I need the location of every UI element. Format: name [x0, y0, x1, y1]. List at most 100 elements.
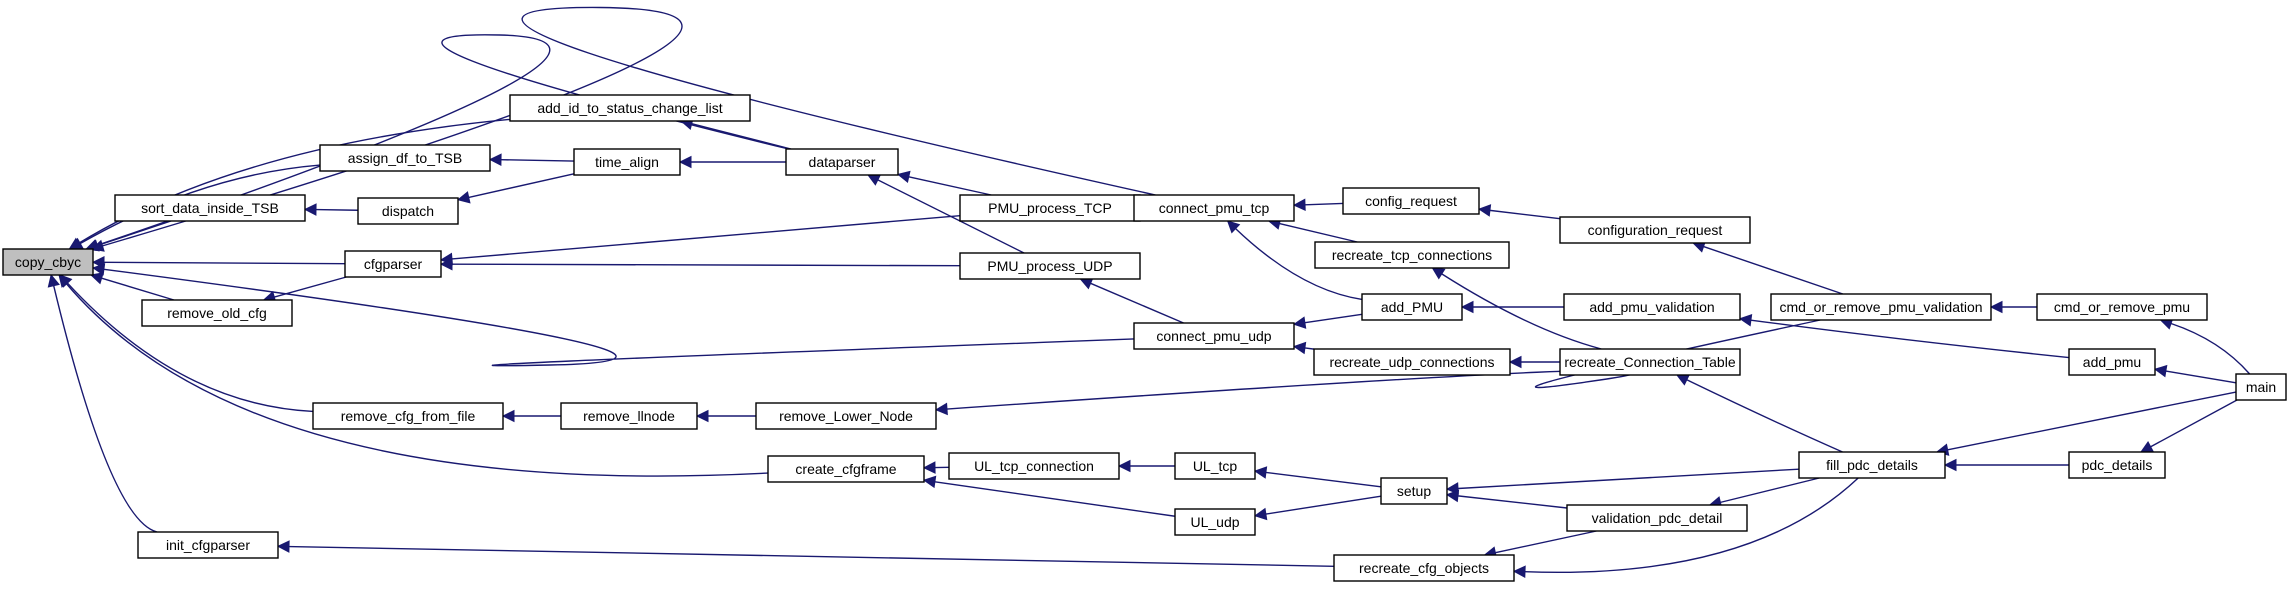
edge-cmd_or_remove_pmu_validation-to-configuration_request	[1703, 245, 1844, 295]
node-box-connect_pmu_tcp	[1133, 194, 1295, 222]
node-UL_tcp[interactable]: UL_tcp	[1174, 452, 1256, 480]
edge-validation_pdc_detail-to-setup	[1457, 495, 1568, 509]
node-recreate_udp_connections[interactable]: recreate_udp_connections	[1313, 348, 1511, 376]
edge-dataparser-to-copy_cbyc	[96, 34, 789, 247]
node-label-add_pmu_validation: add_pmu_validation	[1589, 299, 1714, 315]
node-copy_cbyc[interactable]: copy_cbyc	[2, 248, 94, 276]
edge-main-to-fill_pdc_details	[1947, 391, 2237, 451]
node-cfgparser[interactable]: cfgparser	[344, 250, 442, 278]
arrowhead-connect_pmu_udp-to-PMU_process_UDP	[1079, 277, 1094, 290]
node-main[interactable]: main	[2235, 373, 2287, 401]
edge-fill_pdc_details-to-setup	[1457, 468, 1800, 490]
node-remove_llnode[interactable]: remove_llnode	[560, 402, 698, 430]
node-setup[interactable]: setup	[1380, 477, 1448, 505]
edge-cfgparser-to-copy_cbyc	[103, 261, 346, 265]
node-label-setup: setup	[1397, 483, 1431, 499]
node-box-UL_tcp	[1174, 452, 1256, 480]
node-box-cmd_or_remove_pmu_validation	[1770, 293, 1992, 321]
edge-PMU_process_UDP-to-cfgparser	[451, 263, 961, 267]
node-add_id_to_status_change_list[interactable]: add_id_to_status_change_list	[509, 94, 751, 122]
node-configuration_request[interactable]: configuration_request	[1559, 216, 1751, 244]
edge-remove_cfg_from_file-to-copy_cbyc	[66, 282, 314, 413]
edge-create_cfgframe-to-copy_cbyc	[65, 282, 769, 477]
node-cmd_or_remove_pmu[interactable]: cmd_or_remove_pmu	[2036, 293, 2208, 321]
node-label-time_align: time_align	[595, 154, 659, 170]
node-config_request[interactable]: config_request	[1342, 187, 1480, 215]
edge-UL_udp-to-create_cfgframe	[934, 481, 1176, 517]
node-validation_pdc_detail[interactable]: validation_pdc_detail	[1566, 504, 1748, 532]
arrowhead-validation_pdc_detail-to-setup	[1445, 489, 1460, 503]
node-connect_pmu_udp[interactable]: connect_pmu_udp	[1133, 322, 1295, 350]
node-PMU_process_UDP[interactable]: PMU_process_UDP	[959, 252, 1141, 280]
edge-init_cfgparser-to-copy_cbyc	[53, 285, 158, 533]
node-fill_pdc_details[interactable]: fill_pdc_details	[1798, 451, 1946, 479]
node-cmd_or_remove_pmu_validation[interactable]: cmd_or_remove_pmu_validation	[1770, 293, 1992, 321]
arrowhead-UL_udp-to-create_cfgframe	[922, 475, 937, 489]
node-label-add_PMU: add_PMU	[1381, 299, 1443, 315]
node-label-cfgparser: cfgparser	[364, 256, 423, 272]
node-dataparser[interactable]: dataparser	[785, 148, 899, 176]
node-remove_old_cfg[interactable]: remove_old_cfg	[141, 299, 293, 327]
edge-cfgparser-to-remove_old_cfg	[274, 276, 347, 298]
node-box-cmd_or_remove_pmu	[2036, 293, 2208, 321]
node-label-recreate_cfg_objects: recreate_cfg_objects	[1359, 560, 1489, 576]
edge-setup-to-UL_udp	[1265, 495, 1382, 515]
node-box-UL_udp	[1174, 508, 1256, 536]
node-recreate_Connection_Table[interactable]: recreate_Connection_Table	[1559, 348, 1741, 376]
edge-add_pmu-to-add_pmu_validation	[1750, 319, 2070, 359]
node-add_PMU[interactable]: add_PMU	[1361, 293, 1463, 321]
arrowhead-time_align-to-dispatch	[456, 191, 471, 204]
arrowhead-PMU_process_UDP-to-cfgparser	[439, 257, 453, 271]
node-dispatch[interactable]: dispatch	[357, 197, 459, 225]
node-label-fill_pdc_details: fill_pdc_details	[1826, 457, 1918, 473]
node-label-dispatch: dispatch	[382, 203, 434, 219]
node-recreate_tcp_connections[interactable]: recreate_tcp_connections	[1314, 241, 1510, 269]
node-box-recreate_Connection_Table	[1559, 348, 1741, 376]
node-box-PMU_process_UDP	[959, 252, 1141, 280]
node-create_cfgframe[interactable]: create_cfgframe	[767, 455, 925, 483]
node-label-connect_pmu_tcp: connect_pmu_tcp	[1159, 200, 1270, 216]
node-add_pmu_validation[interactable]: add_pmu_validation	[1563, 293, 1741, 321]
node-box-copy_cbyc	[2, 248, 94, 276]
node-label-remove_llnode: remove_llnode	[583, 408, 675, 424]
arrowhead-UL_tcp-to-UL_tcp_connection	[1117, 459, 1131, 473]
node-assign_df_to_TSB[interactable]: assign_df_to_TSB	[319, 144, 491, 172]
node-PMU_process_TCP[interactable]: PMU_process_TCP	[959, 194, 1141, 222]
node-pdc_details[interactable]: pdc_details	[2068, 451, 2166, 479]
arrowhead-recreate_Connection_Table-to-recreate_udp_connections	[1508, 355, 1522, 369]
arrowhead-pdc_details-to-fill_pdc_details	[1943, 458, 1957, 472]
node-add_pmu[interactable]: add_pmu	[2068, 348, 2156, 376]
node-recreate_cfg_objects[interactable]: recreate_cfg_objects	[1333, 554, 1515, 582]
arrowhead-main-to-add_pmu	[2153, 364, 2168, 378]
node-connect_pmu_tcp[interactable]: connect_pmu_tcp	[1133, 194, 1295, 222]
node-label-connect_pmu_udp: connect_pmu_udp	[1156, 328, 1271, 344]
node-box-PMU_process_TCP	[959, 194, 1141, 222]
node-box-sort_data_inside_TSB	[114, 194, 306, 222]
arrowhead-create_cfgframe-to-copy_cbyc	[58, 274, 72, 288]
node-box-dispatch	[357, 197, 459, 225]
edge-setup-to-UL_tcp	[1265, 471, 1382, 488]
edge-validation_pdc_detail-to-recreate_cfg_objects	[1495, 530, 1597, 554]
arrowhead-add_pmu_validation-to-add_PMU	[1460, 300, 1474, 314]
node-box-add_PMU	[1361, 293, 1463, 321]
node-box-remove_cfg_from_file	[312, 402, 504, 430]
node-UL_tcp_connection[interactable]: UL_tcp_connection	[948, 452, 1120, 480]
node-label-config_request: config_request	[1365, 193, 1457, 209]
node-box-add_pmu_validation	[1563, 293, 1741, 321]
node-label-pdc_details: pdc_details	[2082, 457, 2153, 473]
node-init_cfgparser[interactable]: init_cfgparser	[137, 531, 279, 559]
node-sort_data_inside_TSB[interactable]: sort_data_inside_TSB	[114, 194, 306, 222]
node-box-recreate_cfg_objects	[1333, 554, 1515, 582]
node-label-PMU_process_UDP: PMU_process_UDP	[987, 258, 1112, 274]
edge-recreate_Connection_Table-to-recreate_tcp_connections	[1441, 273, 1602, 350]
node-remove_cfg_from_file[interactable]: remove_cfg_from_file	[312, 402, 504, 430]
arrowhead-cmd_or_remove_pmu_validation-to-remove_Lower_Node	[934, 402, 948, 416]
edge-fill_pdc_details-to-recreate_Connection_Table	[1686, 379, 1843, 453]
node-UL_udp[interactable]: UL_udp	[1174, 508, 1256, 536]
node-box-UL_tcp_connection	[948, 452, 1120, 480]
node-time_align[interactable]: time_align	[573, 148, 681, 176]
node-box-connect_pmu_udp	[1133, 322, 1295, 350]
node-label-assign_df_to_TSB: assign_df_to_TSB	[348, 150, 462, 166]
arrowhead-dispatch-to-sort_data_inside_TSB	[303, 203, 317, 216]
node-remove_Lower_Node[interactable]: remove_Lower_Node	[755, 402, 937, 430]
